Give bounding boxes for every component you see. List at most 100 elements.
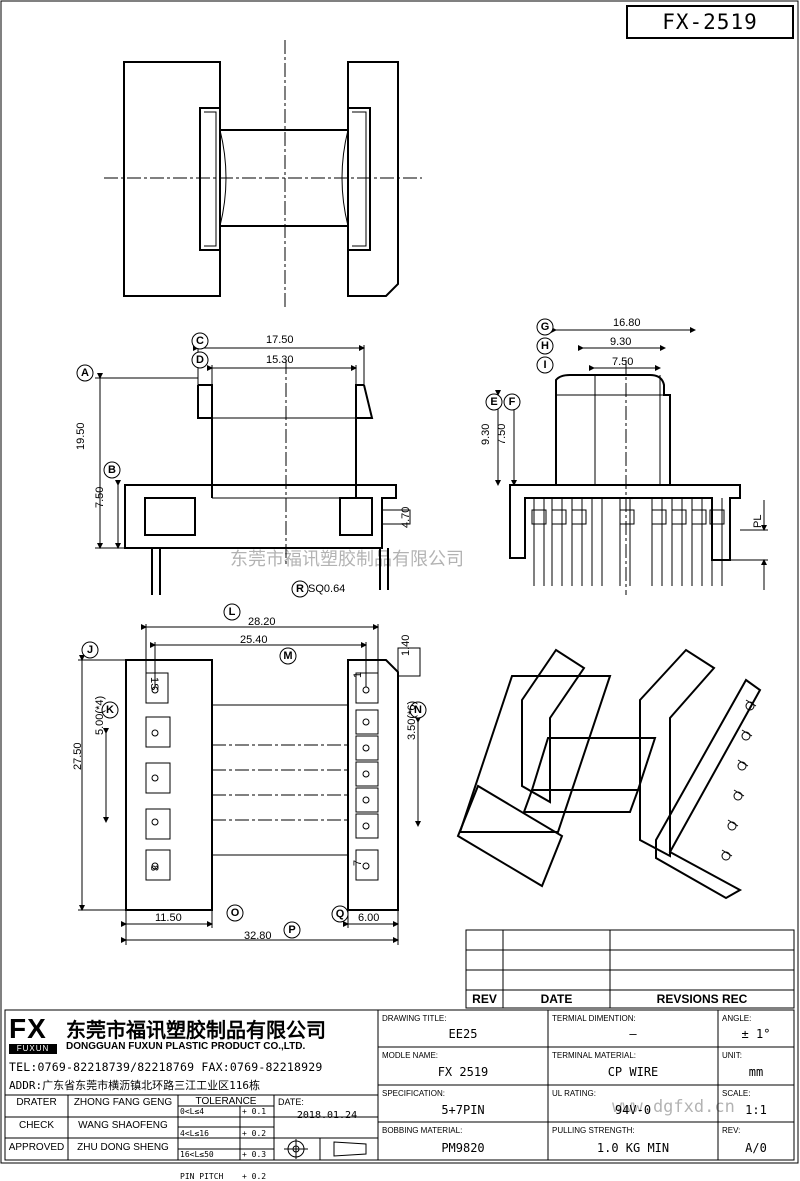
date-col-header: DATE (540, 992, 573, 1006)
dim-front_view-I: 7.50 (612, 356, 634, 368)
logo-text: FX (9, 1013, 47, 1044)
ul-label: UL RATING: (552, 1089, 597, 1098)
dim-side_view-A: 19.50 (75, 422, 87, 450)
callout-M (279, 647, 297, 665)
front-view (495, 327, 768, 595)
scale-value: 1:1 (745, 1103, 767, 1117)
callout-letter-B: B (108, 464, 116, 476)
tolerance-value: + 0.2 (242, 1128, 267, 1138)
callout-letter-N: N (414, 704, 422, 716)
unit-value: mm (748, 1065, 764, 1079)
dim-front_view-F: 7.50 (496, 423, 508, 445)
callout-letter-L: L (228, 606, 236, 618)
logo-subtext: FUXUN (9, 1044, 57, 1054)
callout-letter-P: P (288, 924, 296, 936)
dim-side_view-pin_len: 4.70 (400, 506, 412, 528)
company-name-en: DONGGUAN FUXUN PLASTIC PRODUCT CO.,LTD. (66, 1041, 306, 1052)
dim-bottom_view-L: 28.20 (248, 616, 276, 628)
rev-col-header: REV (472, 992, 497, 1006)
rev-value: A/0 (745, 1141, 767, 1155)
dim-front_view-E: 9.30 (480, 423, 492, 445)
dim-side_view-B: 7.50 (94, 486, 106, 508)
left-pin-holes (151, 686, 159, 870)
callout-letter-D: D (196, 354, 204, 366)
callout-G (536, 318, 554, 336)
right-pin-holes (362, 686, 370, 870)
drawing-number-box: FX-2519 (626, 5, 794, 39)
model-label: MODLE NAME: (382, 1051, 439, 1060)
callout-D (191, 351, 209, 369)
watermark-company: 东莞市福讯塑胶制品有限公司 (230, 549, 464, 570)
approved-value: ZHU DONG SHENG (77, 1142, 169, 1153)
callout-A (76, 364, 94, 382)
pull-label: PULLING STRENGTH: (552, 1126, 635, 1135)
drawing-title-value: EE25 (448, 1027, 478, 1041)
callout-R (291, 580, 309, 598)
term-dim-label: TERMIAL DIMENTION: (552, 1014, 636, 1023)
dim-front_view-PL: PL (752, 514, 764, 528)
angle-label: ANGLE: (722, 1014, 752, 1023)
callout-letter-Q: Q (335, 908, 345, 920)
callout-H (536, 337, 554, 355)
callout-J (81, 641, 99, 659)
tolerance-range: PIN PITCH (180, 1171, 224, 1181)
callout-letter-C: C (196, 335, 204, 347)
callout-C (191, 332, 209, 350)
company-logo: FX FUXUN (9, 1014, 57, 1056)
ul-value: 94V-0 (614, 1103, 652, 1117)
callout-L (223, 603, 241, 621)
front-pins (531, 498, 725, 586)
check-label: CHECK (18, 1120, 54, 1131)
bobbin-value: PM9820 (441, 1141, 485, 1155)
isometric-view (456, 648, 762, 900)
callout-letter-K: K (106, 704, 114, 716)
dim-bottom_view-O: 11.50 (155, 912, 182, 924)
dim-bottom_view-Q: 6.00 (358, 912, 380, 924)
watermark-website: www.dgfxd.cn (612, 1097, 735, 1117)
drater-value: ZHONG FANG GENG (73, 1097, 173, 1108)
callout-letter-I: I (543, 359, 547, 371)
dim-bottom_view-pin_w: 1.40 (400, 634, 412, 656)
callout-letter-M: M (283, 650, 293, 662)
tolerance-label: TOLERANCE (195, 1096, 257, 1107)
term-mat-value: CP WIRE (607, 1065, 659, 1079)
dim-bottom_view-M: 25.40 (240, 634, 268, 646)
dim-bottom_view-J: 27.50 (72, 742, 84, 770)
top-view (104, 40, 422, 310)
callout-letter-E: E (490, 396, 498, 408)
tolerance-value: + 0.1 (242, 1107, 267, 1116)
angle-value: ± 1° (741, 1027, 771, 1041)
tolerance-value: + 0.3 (242, 1150, 267, 1159)
bobbin-label: BOBBING MATERIAL: (382, 1126, 463, 1135)
dim-side_view-D: 15.30 (266, 354, 294, 366)
dim-front_view-H: 9.30 (610, 336, 632, 348)
callout-E (485, 393, 503, 411)
model-value: FX 2519 (437, 1065, 489, 1079)
callout-letter-A: A (81, 367, 89, 379)
date-label: DATE: (278, 1097, 304, 1107)
callout-letter-J: J (86, 644, 94, 656)
title-block-lines (4, 1009, 795, 1161)
dim-side_view-C: 17.50 (266, 334, 294, 346)
term-mat-label: TERMINAL MATERIAL: (552, 1051, 637, 1060)
dim-front_view-G: 16.80 (613, 317, 641, 329)
callout-letter-F: F (508, 396, 516, 408)
dim-pin_labels-bottom_left: 8 (148, 865, 160, 872)
date-value: 2018.01.24 (296, 1110, 358, 1121)
spec-value: 5+7PIN (441, 1103, 485, 1117)
callout-K (101, 701, 119, 719)
check-value: WANG SHAOFENG (78, 1120, 168, 1131)
callout-B (103, 461, 121, 479)
callout-N (409, 701, 427, 719)
tolerance-range: 0<L≤4 (180, 1107, 205, 1116)
rev-label: REV: (722, 1126, 741, 1135)
drawing-title-label: DRAWING TITLE: (382, 1014, 447, 1023)
tolerance-range: 4<L≤16 (180, 1128, 209, 1138)
term-dim-value: — (629, 1027, 637, 1041)
callout-O (226, 904, 244, 922)
dim-pin_labels-top_left: 1S (148, 677, 160, 691)
tolerance-range: 16<L≤50 (180, 1150, 214, 1159)
callout-P (283, 921, 301, 939)
dim-pin_labels-bottom_right: 7 (352, 859, 364, 866)
